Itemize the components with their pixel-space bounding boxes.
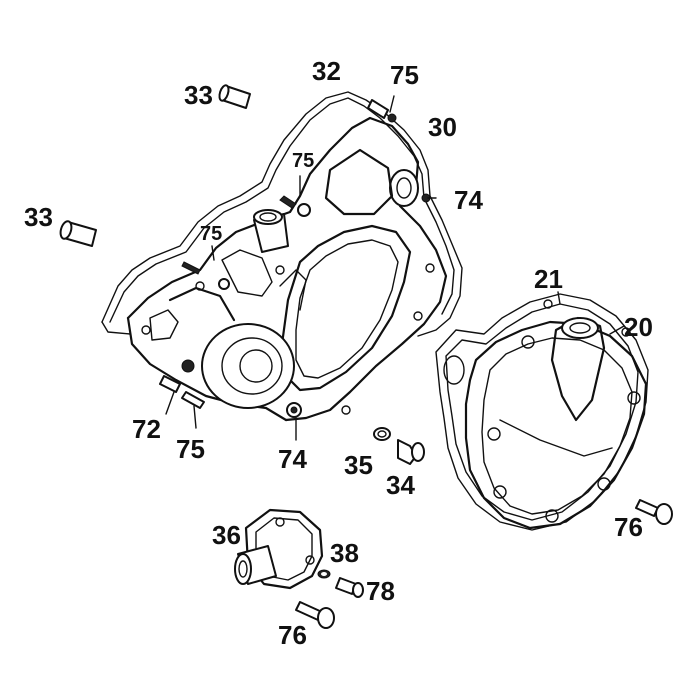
callout-20: 20: [624, 312, 653, 342]
callout-76-right: 76: [614, 512, 643, 542]
gasket-part-21: [435, 293, 649, 531]
bolt-part-75-bottom: [181, 359, 205, 409]
callout-33-upper: 33: [184, 80, 213, 110]
sleeve-part-33-upper: [218, 84, 251, 109]
callout-75-left: 75: [200, 223, 223, 245]
plug-part-78: [335, 577, 364, 598]
bolt-part-74-bottom: [286, 402, 302, 418]
callout-33-left: 33: [24, 202, 53, 232]
sleeve-part-33-left: [59, 220, 97, 247]
callout-35: 35: [344, 450, 373, 480]
leader-75-top: [389, 95, 395, 113]
callout-36: 36: [212, 520, 241, 550]
callout-76-bottom: 76: [278, 620, 307, 650]
bolt-part-75-mid: [279, 195, 311, 217]
bolt-part-34: [397, 439, 425, 465]
plug-part-72: [159, 375, 181, 393]
leader-20: [609, 325, 625, 335]
callout-34: 34: [386, 470, 415, 500]
bolt-part-76-bottom: [295, 601, 335, 629]
bolt-part-75-top: [367, 99, 397, 123]
callout-32: 32: [312, 56, 341, 86]
callout-78: 78: [366, 576, 395, 606]
callout-75-mid: 75: [292, 150, 315, 172]
callout-38: 38: [330, 538, 359, 568]
callout-21: 21: [534, 264, 563, 294]
bolt-part-75-left: [181, 261, 230, 290]
callout-75-bottom: 75: [176, 434, 205, 464]
crankcase-cover-part-30: [126, 116, 448, 422]
callout-72: 72: [132, 414, 161, 444]
leader-75-left: [211, 245, 215, 261]
callout-74-right: 74: [454, 185, 483, 215]
washer-part-35: [373, 427, 391, 441]
callout-30: 30: [428, 112, 457, 142]
leader-21: [557, 291, 561, 305]
gasket-part-32: [101, 91, 463, 337]
leader-72: [165, 391, 175, 415]
bolt-part-76-right: [635, 499, 673, 525]
pump-cover-part-36: [234, 508, 324, 590]
leader-75-bottom: [193, 405, 197, 429]
callout-75-top: 75: [390, 60, 419, 90]
callout-74-bottom: 74: [278, 444, 307, 474]
clutch-cover-part-20: [464, 316, 648, 530]
o-ring-part-38: [317, 569, 331, 579]
